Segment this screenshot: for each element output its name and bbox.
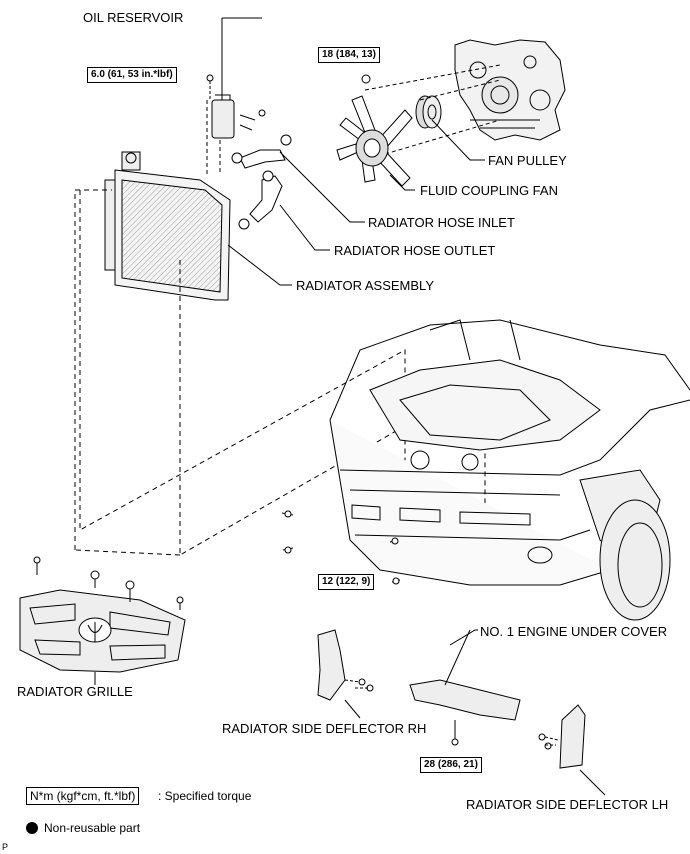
torque-under-cover-bolt: 28 (286, 21)	[420, 757, 482, 773]
radiator-side-deflector-lh	[538, 704, 586, 769]
legend-non-reusable: Non-reusable part	[44, 821, 141, 835]
no1-engine-under-cover	[409, 679, 521, 746]
label-fluid-coupling-fan: FLUID COUPLING FAN	[420, 183, 558, 198]
radiator-grille	[19, 556, 186, 673]
legend-torque-units: N*m (kgf*cm, ft.*lbf)	[26, 787, 140, 805]
torque-oil-reservoir-bolt: 6.0 (61, 53 in.*lbf)	[87, 67, 177, 83]
label-radiator-side-deflector-rh: RADIATOR SIDE DEFLECTOR RH	[222, 721, 427, 736]
legend-torque-desc: : Specified torque	[158, 789, 252, 803]
radiator-side-deflector-rh	[317, 629, 374, 701]
vehicle-front	[329, 319, 690, 621]
oil-reservoir	[206, 17, 266, 139]
torque-bumper-bolt: 12 (122, 9)	[318, 574, 375, 590]
label-no1-engine-under-cover: NO. 1 ENGINE UNDER COVER	[480, 624, 668, 639]
non-reusable-dot-icon	[26, 822, 38, 834]
radiator-assembly	[104, 151, 231, 301]
torque-fan-nut: 18 (184, 13)	[318, 47, 380, 63]
label-radiator-grille: RADIATOR GRILLE	[17, 684, 133, 699]
label-oil-reservoir: OIL RESERVOIR	[83, 10, 184, 25]
label-radiator-hose-inlet: RADIATOR HOSE INLET	[368, 215, 515, 230]
bumper-bolts	[281, 510, 401, 585]
corner-mark: P	[2, 842, 9, 852]
fan-pulley	[415, 95, 442, 129]
radiator-hoses	[231, 134, 292, 230]
leader-lines	[94, 119, 606, 796]
engine-block	[454, 39, 566, 141]
label-radiator-assembly: RADIATOR ASSEMBLY	[296, 278, 434, 293]
fluid-coupling-fan	[336, 74, 413, 187]
label-radiator-side-deflector-lh: RADIATOR SIDE DEFLECTOR LH	[466, 797, 669, 812]
label-fan-pulley: FAN PULLEY	[488, 153, 567, 168]
label-radiator-hose-outlet: RADIATOR HOSE OUTLET	[334, 243, 496, 258]
